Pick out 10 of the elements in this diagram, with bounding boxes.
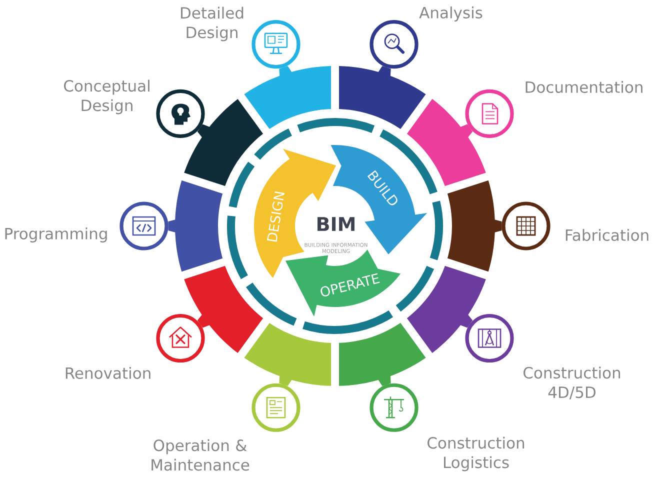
stage-label: Renovation (66, 366, 150, 379)
stage-label: Programming (5, 227, 107, 242)
stage-label: Detailed Design (181, 6, 244, 42)
stage-label: Construction Logistics (428, 436, 524, 472)
stage-label: Analysis (419, 6, 482, 22)
stage-label: Documentation (526, 81, 642, 93)
stage-label: Operation & Maintenance (152, 439, 250, 471)
stage-label: Construction 4D/5D (524, 366, 620, 400)
stage-label: Fabrication (566, 229, 648, 241)
stage-label: Conceptual Design (64, 80, 150, 114)
